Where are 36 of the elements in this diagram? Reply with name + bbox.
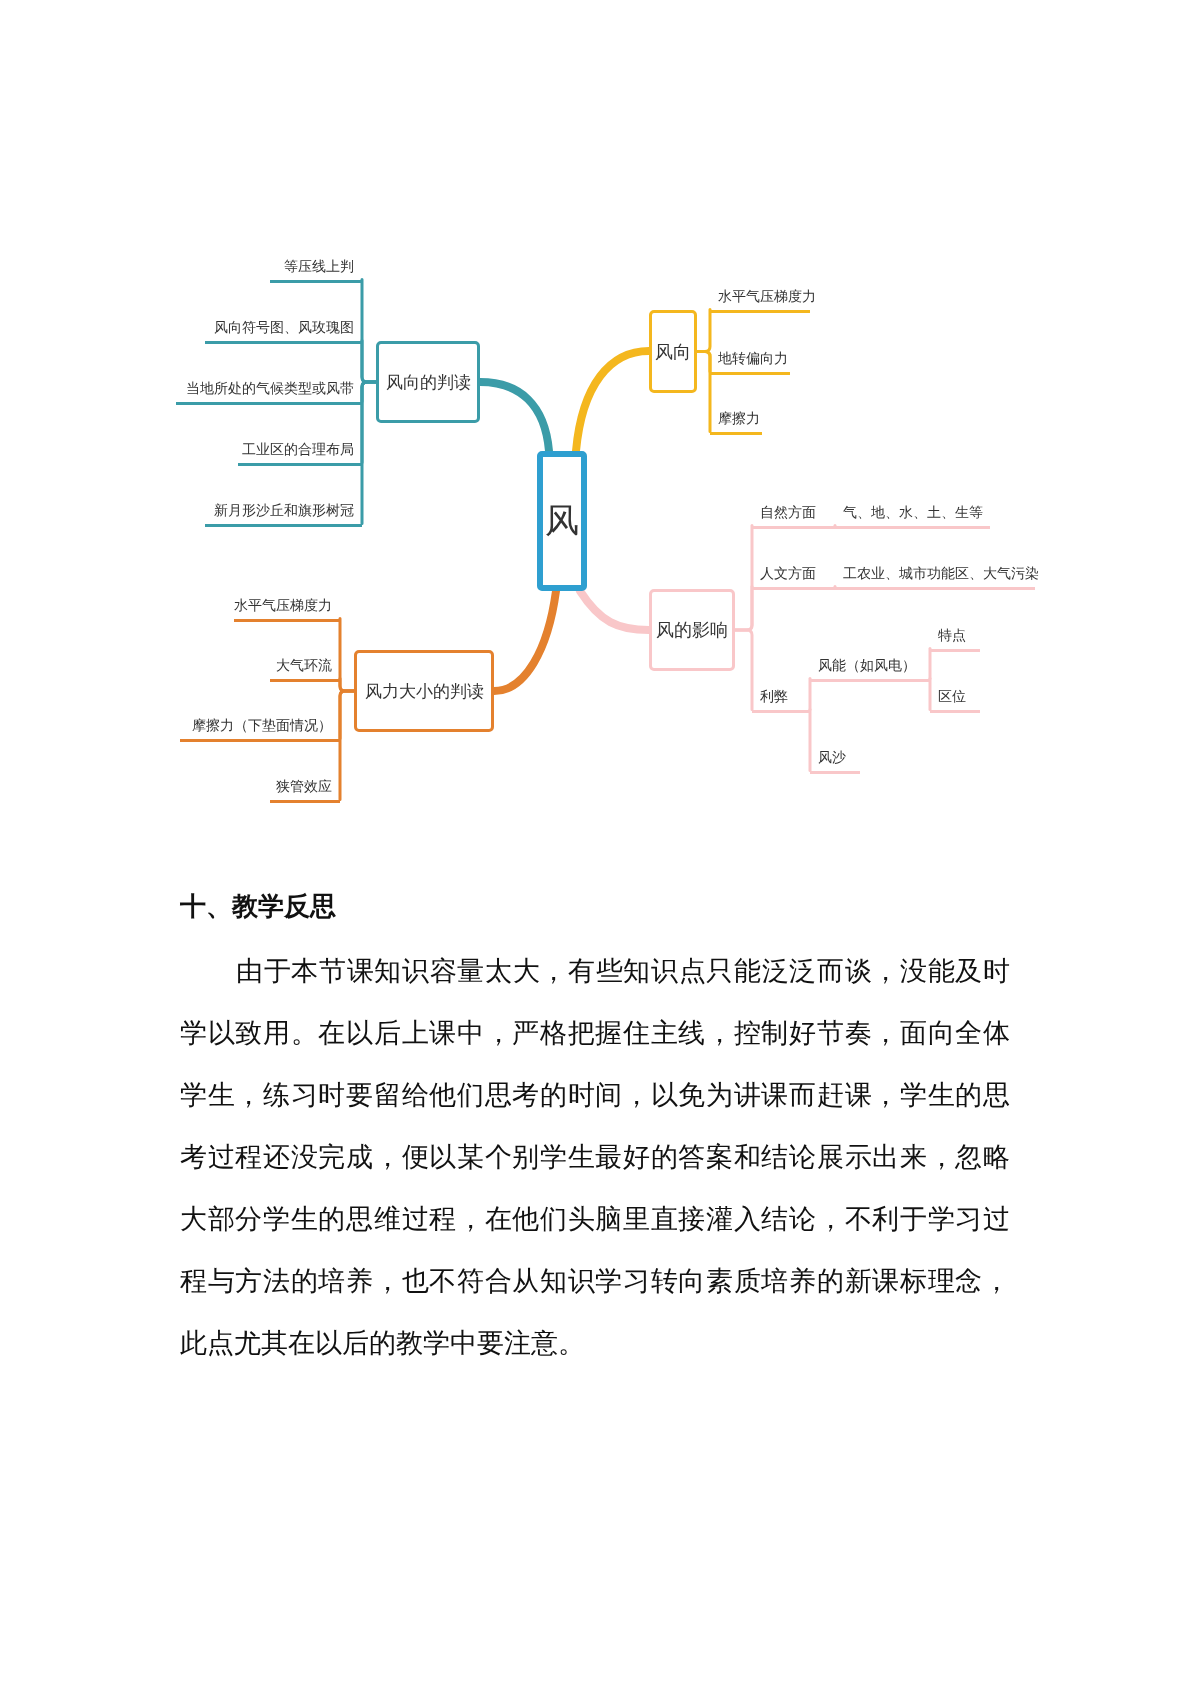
connector-line	[360, 380, 378, 525]
underlined-label: 风能（如风电）	[810, 651, 930, 682]
underlined-label: 等压线上判	[270, 252, 362, 283]
underlined-label: 区位	[930, 682, 980, 713]
underlined-label: 利弊	[752, 682, 810, 713]
underlined-label: 当地所处的气候类型或风带	[176, 374, 362, 405]
connector-line	[808, 708, 812, 772]
underlined-label: 风向符号图、风玫瑰图	[205, 313, 362, 344]
underlined-label: 地转偏向力	[710, 344, 790, 375]
topic-box: 风向的判读	[376, 341, 480, 423]
underlined-label: 气、地、水、土、生等	[835, 498, 990, 529]
underlined-label: 新月形沙丘和旗形树冠	[205, 496, 362, 527]
connector-line	[928, 677, 932, 711]
topic-box: 风	[537, 451, 587, 591]
underlined-label: 特点	[930, 621, 980, 652]
topic-box: 风力大小的判读	[354, 650, 494, 732]
underlined-label: 风沙	[810, 743, 860, 774]
connector-line	[833, 524, 837, 527]
underlined-label: 水平气压梯度力	[234, 591, 340, 622]
connector-line	[695, 350, 712, 433]
underlined-label: 摩擦力	[710, 404, 762, 435]
underlined-label: 摩擦力（下垫面情况）	[180, 711, 340, 742]
topic-box: 风向	[649, 310, 697, 393]
underlined-label: 人文方面	[752, 559, 835, 590]
topic-box: 风的影响	[649, 589, 735, 671]
underlined-label: 大气环流	[270, 651, 340, 682]
underlined-label: 自然方面	[752, 498, 835, 529]
connector-line	[928, 647, 932, 680]
connector-line	[733, 628, 754, 711]
underlined-label: 狭管效应	[270, 772, 340, 803]
connector-line	[338, 689, 356, 801]
section-heading: 十、教学反思	[180, 890, 336, 923]
connector-line	[808, 677, 812, 711]
underlined-label: 工业区的合理布局	[238, 435, 362, 466]
paragraph: 由于本节课知识容量太大，有些知识点只能泛泛而谈，没能及时学以致用。在以后上课中，严格把握住主线，控制好节奏，面向全体学生，练习时要留给他们思考的时间，以免为讲课而赶课，学生的思考过程还没完成，便以某个别学生最好的答案和结论展示出来，忽略大部分学生的思维过程，在他们头脑里直接灌入结论，不利于学习过程与方法的培养，也不符合从知识学习转向素质培养的新课标理念，此点尤其在以后的教学中要注意。	[180, 954, 1010, 1360]
connector-line	[833, 585, 837, 588]
